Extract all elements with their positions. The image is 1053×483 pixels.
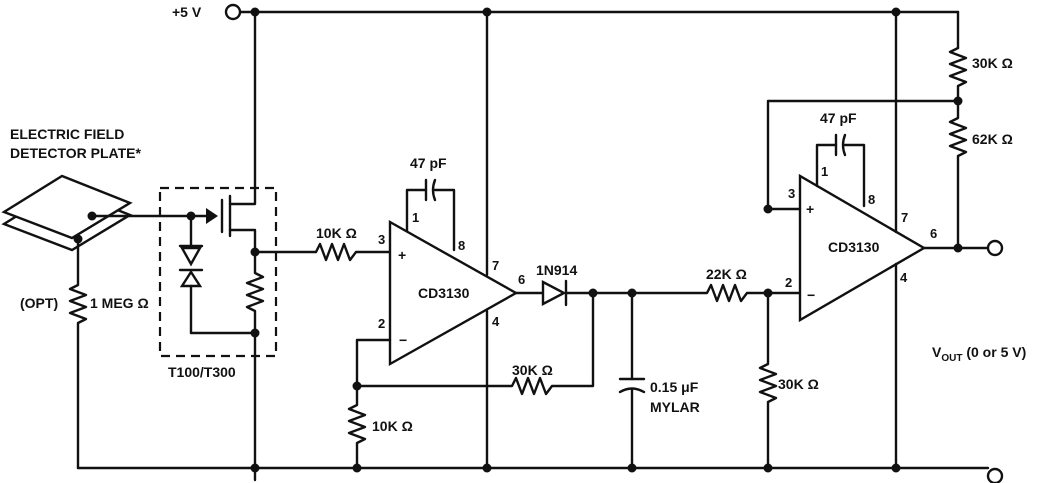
supply-rail: +5 V	[172, 3, 960, 50]
opamp-2-pin3: 3	[788, 186, 795, 201]
gain-ground-resistor-value: 10K Ω	[372, 418, 413, 434]
supply-terminal[interactable]	[224, 3, 242, 21]
input-series-resistor-value: 10K Ω	[316, 225, 357, 241]
diode-1n914: 1N914	[514, 262, 634, 307]
input-resistor-value: 1 MEG Ω	[90, 295, 149, 311]
opamp-1-label: CD3130	[418, 285, 470, 301]
opamp-1-cap-value: 47 pF	[410, 155, 447, 171]
filter-capacitor-type: MYLAR	[650, 399, 700, 415]
opamp-1-pin2: 2	[378, 316, 385, 331]
opamp-1-pin1: 1	[412, 210, 419, 225]
opamp-1-pin3: 3	[378, 232, 385, 247]
fet-module: T100/T300	[158, 10, 278, 380]
filter-capacitor: 0.15 μF MYLAR	[618, 291, 700, 470]
input-resistor-prefix: (OPT)	[20, 295, 58, 311]
opamp-2-pin1: 1	[821, 164, 828, 179]
top-resistor-30k: 30K Ω	[948, 46, 1013, 103]
opamp-2-pin7: 7	[901, 210, 908, 225]
opamp-2-pin2: 2	[785, 275, 792, 290]
fet-module-label: T100/T300	[168, 364, 236, 380]
divider-resistor-62k: 62K Ω	[948, 99, 1013, 250]
plate-label-line2: DETECTOR PLATE*	[10, 145, 141, 161]
top-resistor-30k-value: 30K Ω	[972, 55, 1013, 71]
ground-rail	[76, 463, 1004, 483]
ground-output-terminal[interactable]	[986, 467, 1004, 483]
supply-label: +5 V	[172, 4, 202, 20]
input-resistor: (OPT) 1 MEG Ω	[20, 237, 149, 470]
opamp-1: CD3130 + − 3 2 7 4 6 1 8 47 pF	[378, 10, 525, 470]
opamp-2-pin4: 4	[900, 270, 908, 285]
svg-text:+: +	[398, 247, 406, 263]
series-resistor-22k: 22K Ω	[630, 266, 802, 303]
plate-label-line1: ELECTRIC FIELD	[10, 126, 124, 142]
gain-ground-resistor: 10K Ω	[347, 384, 413, 470]
divider-resistor-62k-value: 62K Ω	[972, 131, 1013, 147]
opamp-1-pin7: 7	[492, 258, 499, 273]
svg-text:−: −	[399, 332, 407, 348]
series-resistor-22k-value: 22K Ω	[706, 266, 747, 282]
feedback-resistor-1-value: 30K Ω	[512, 362, 553, 378]
svg-text:+: +	[806, 201, 814, 217]
diode-label: 1N914	[536, 262, 577, 278]
opamp-2-label: CD3130	[828, 239, 880, 255]
opamp-2-pin6: 6	[930, 226, 937, 241]
opamp-2-pin8: 8	[868, 192, 875, 207]
input-series-resistor: 10K Ω	[314, 225, 392, 262]
opamp-2-cap-value: 47 pF	[820, 110, 857, 126]
feedback-resistor-1: 30K Ω	[355, 291, 595, 396]
detector-plate: ELECTRIC FIELD DETECTOR PLATE*	[1, 126, 141, 252]
vout-label: VOUT (0 or 5 V)	[932, 344, 1026, 364]
ground-resistor-30k-value: 30K Ω	[778, 376, 819, 392]
vout-terminal[interactable]	[986, 239, 1004, 257]
opamp-1-pin8: 8	[458, 238, 465, 253]
svg-text:−: −	[807, 287, 815, 303]
opamp-2: CD3130 + − 3 2 7 4 6 1 8 47 pF	[785, 10, 937, 470]
opamp-1-pin6: 6	[518, 272, 525, 287]
opamp-1-pin4: 4	[492, 314, 500, 329]
filter-capacitor-value: 0.15 μF	[650, 379, 699, 395]
ground-resistor-30k: 30K Ω	[758, 291, 819, 470]
